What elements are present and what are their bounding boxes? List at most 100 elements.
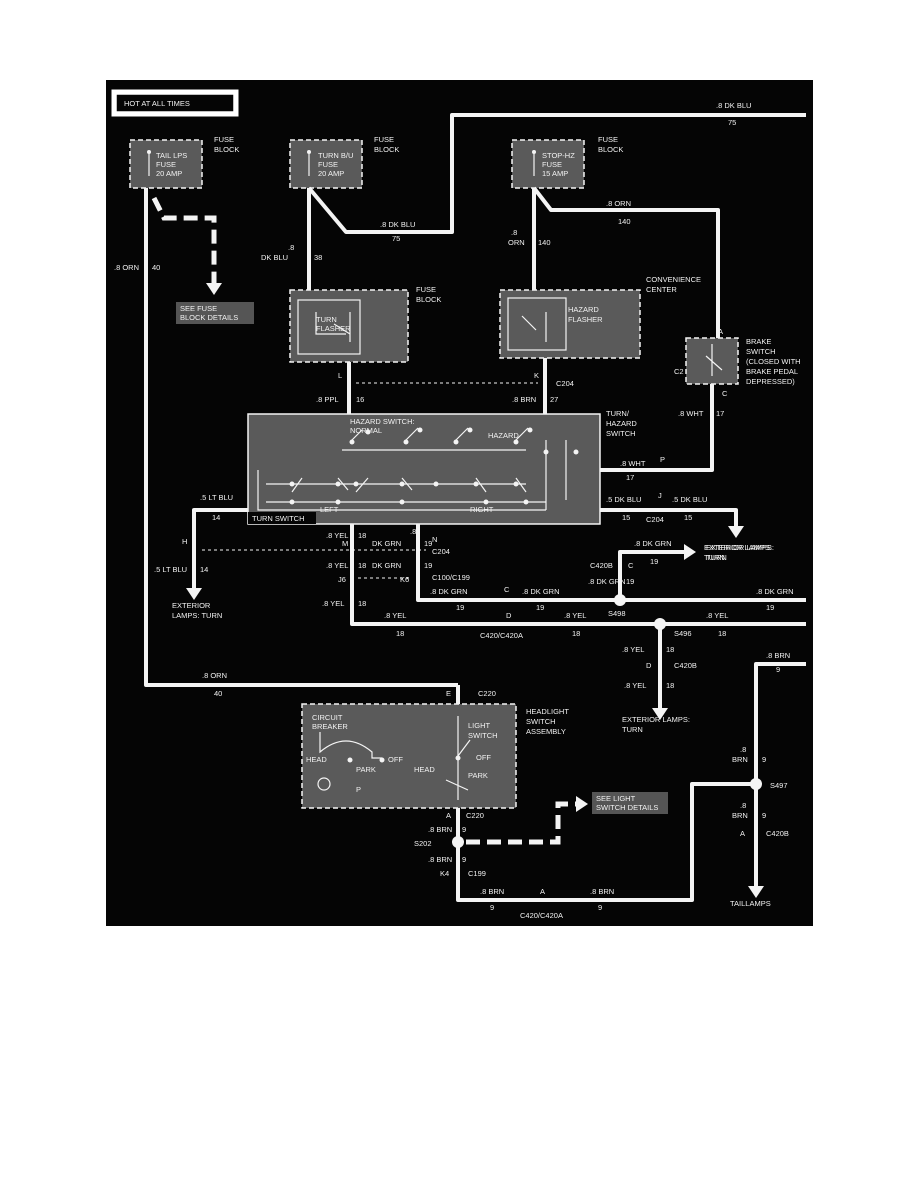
wire-label-brn-word-b: BRN — [732, 811, 748, 820]
turn-hazard-label-3: SWITCH — [606, 429, 636, 438]
wire-label-140-brake: 140 — [618, 217, 631, 226]
wire-label-27: 27 — [550, 395, 558, 404]
s497-node — [750, 778, 762, 790]
dashed-see-fuse — [151, 196, 217, 285]
brake-label-1: BRAKE — [746, 337, 771, 346]
wire-label-9-e: 9 — [776, 665, 780, 674]
wire-label-140-down: 140 — [538, 238, 551, 247]
wire-label-15-a: 15 — [622, 513, 630, 522]
wire-label-brn-e: .8 BRN — [766, 651, 790, 660]
s497-label: S497 — [770, 781, 788, 790]
wire-label-19-g: 19 — [626, 577, 634, 586]
wire-label-18-c: 18 — [358, 599, 366, 608]
turn-hazard-switch-box — [247, 413, 601, 525]
wire-label-orn-brake: .8 ORN — [606, 199, 631, 208]
s498-node — [614, 594, 626, 606]
wire-label-9-c: 9 — [490, 903, 494, 912]
fuse-taillps-name: TAIL LPS — [156, 151, 187, 160]
wire-label-ppl: .8 PPL — [316, 395, 339, 404]
circuit-breaker-2: BREAKER — [312, 722, 348, 731]
fuse-stop-node — [532, 150, 536, 154]
headlight-label-1: HEADLIGHT — [526, 707, 569, 716]
wire-label-19-d: 19 — [536, 603, 544, 612]
off-label-a: OFF — [388, 755, 403, 764]
wire-label-dk-grn-g: .8 DK GRN — [588, 577, 626, 586]
fuse-stop-amp: 15 AMP — [542, 169, 568, 178]
wire-label-9-f: 9 — [762, 755, 766, 764]
wire-label-orn-40: .8 ORN — [114, 263, 139, 272]
pin-k: K — [534, 371, 539, 380]
switch-contacts — [257, 427, 579, 511]
c100-label: C100/C199 — [432, 573, 470, 582]
fuse-turn-fuse: FUSE — [318, 160, 338, 169]
wire-label-orn-140: ORN — [508, 238, 525, 247]
c220-label-bottom: C220 — [466, 811, 484, 820]
hazard-switch-label: HAZARD SWITCH: — [350, 417, 415, 426]
light-switch-1: LIGHT — [468, 721, 491, 730]
fuse-turn-title-1: FUSE — [374, 135, 394, 144]
c420-label-a: C420/C420A — [480, 631, 523, 640]
wire-dk-blu-75-top — [442, 113, 806, 234]
s496-label: S496 — [674, 629, 692, 638]
see-light-box — [592, 792, 668, 814]
wire-label-dk-blu-mid: .8 DK BLU — [380, 220, 415, 229]
wire-label-dk-blu-15-b: .5 DK BLU — [672, 495, 707, 504]
see-light-arrow — [576, 796, 588, 812]
off-node — [455, 755, 461, 761]
fuse-taillps-box — [129, 139, 203, 189]
wiring-diagram: HOT AT ALL TIMES .8 DK BLU 75 TAIL LPS F… — [106, 80, 813, 926]
turn-flasher-fuse-1: FUSE — [416, 285, 436, 294]
conv-center-label-1: CONVENIENCE — [646, 275, 701, 284]
pin-a-c420: A — [540, 887, 545, 896]
turn-hazard-label-1: TURN/ — [606, 409, 630, 418]
wire-label-14: 14 — [212, 513, 220, 522]
light-switch-2: SWITCH — [468, 731, 498, 740]
headlight-label-2: SWITCH — [526, 717, 556, 726]
turn-switch-label: TURN SWITCH — [252, 514, 305, 523]
see-light-label-2: SWITCH DETAILS — [596, 803, 658, 812]
wire-label-9-d: 9 — [598, 903, 602, 912]
off-label-b: OFF — [476, 753, 491, 762]
wire-label-75-top: 75 — [728, 118, 736, 127]
fuse-taillps-node — [147, 150, 151, 154]
headlight-label-3: ASSEMBLY — [526, 727, 566, 736]
pin-c-grn: C — [504, 585, 510, 594]
wire-brn-9-bottom — [456, 782, 756, 902]
head-label-b: HEAD — [414, 765, 435, 774]
wire-label-lt-blu: .5 LT BLU — [200, 493, 233, 502]
wire-label-p8-brn: .8 — [740, 745, 746, 754]
pin-d-s496: D — [646, 661, 652, 670]
wire-label-dk-grn-d: .8 DK GRN — [522, 587, 560, 596]
wire-label-18-h: 18 — [666, 681, 674, 690]
headlight-switch-box — [301, 703, 517, 809]
wire-label-9-a: 9 — [462, 825, 466, 834]
pin-a-c420b: A — [740, 829, 745, 838]
hot-at-all-times-label: HOT AT ALL TIMES — [124, 99, 190, 108]
wire-label-dk-grn-e: .8 DK GRN — [756, 587, 794, 596]
wire-label-19-b: 19 — [424, 561, 432, 570]
wire-label-brn-a: .8 BRN — [428, 825, 452, 834]
fuse-stop-name: STOP-HZ — [542, 151, 575, 160]
wire-label-yel-e: .8 YEL — [564, 611, 586, 620]
brake-label-5: DEPRESSED) — [746, 377, 795, 386]
brake-switch-symbol — [705, 344, 723, 376]
c420-label-b: C420/C420A — [520, 911, 563, 920]
hazard-flasher-label-1: HAZARD — [568, 305, 599, 314]
wire-label-p8-grn: .8 — [410, 527, 416, 536]
wire-orn-140-brake — [532, 186, 720, 338]
wire-label-brn-c: .8 BRN — [480, 887, 504, 896]
wire-label-14-b: 14 — [200, 565, 208, 574]
wire-label-dk-grn-c: .8 DK GRN — [430, 587, 468, 596]
wire-label-yel-b: .8 YEL — [326, 561, 348, 570]
see-fuse-arrow — [206, 283, 222, 295]
s202-label: S202 — [414, 839, 432, 848]
fuse-turn-box — [289, 139, 363, 189]
fuse-turn-name: TURN B/U — [318, 151, 353, 160]
wire-label-19-f: 19 — [650, 557, 658, 566]
conv-center-label-2: CENTER — [646, 285, 677, 294]
wire-label-dk-grn-a: DK GRN — [372, 539, 401, 548]
wire-label-yel-d: .8 YEL — [384, 611, 406, 620]
ext-lamps-grn-2: TURN — [704, 553, 725, 562]
brake-c2: C2 — [674, 367, 684, 376]
hot-at-all-times-inner — [115, 93, 235, 113]
